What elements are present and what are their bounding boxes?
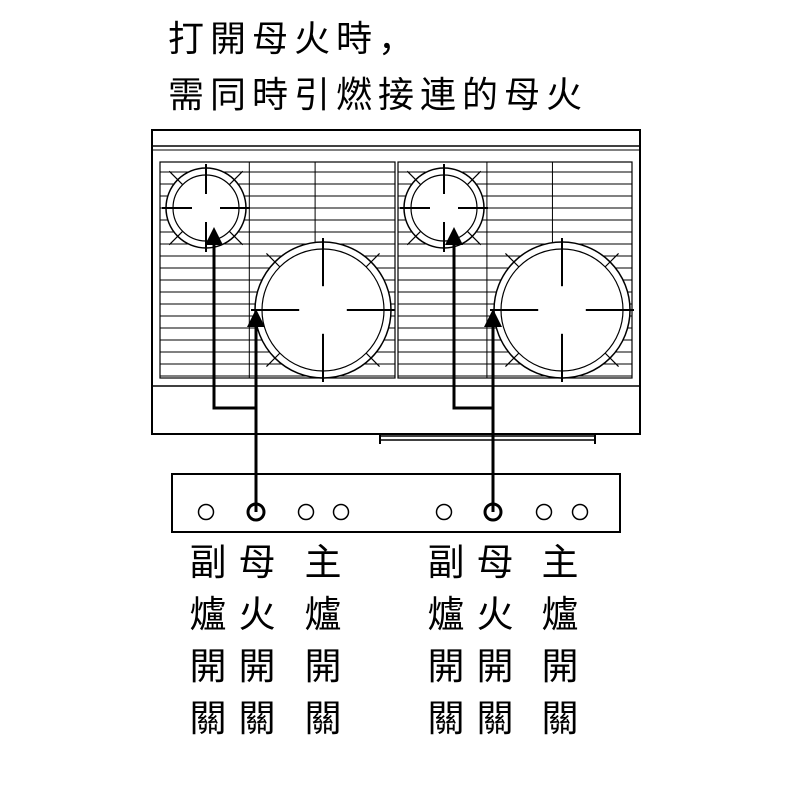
knob-right-sub [435,503,453,521]
title-line-1: 打開母火時， [168,19,421,60]
arrow-left-to-sub [205,227,256,410]
burner-arm [168,170,184,186]
arrow-right-to-sub [445,227,493,410]
knob-right-main-1 [535,503,553,521]
ignition-arrows [205,227,502,512]
label-left-mother-flame-switch: 母火開關 [238,541,276,740]
label-right-sub-burner-switch: 副爐開關 [427,541,465,740]
label-right-main-burner-switch: 主爐開關 [541,541,579,740]
burner-arm [266,352,281,367]
burners [162,164,634,382]
sub-burner-right [400,164,488,252]
burner-arm [266,253,281,268]
burner-arm [466,170,482,186]
burner-arm [228,230,244,246]
burner-arm [505,253,520,268]
burner-arm [406,230,422,246]
burner-arm [505,352,520,367]
burner-arm [228,170,244,186]
label-left-sub-burner-switch: 副爐開關 [189,541,227,740]
label-right-mother-flame-switch: 母火開關 [476,541,514,740]
burner-arm [604,253,619,268]
burner-arm [604,352,619,367]
control-panel [171,473,621,533]
knob-left-main-2 [332,503,350,521]
burner-arm [406,170,422,186]
label-left-main-burner-switch: 主爐開關 [304,541,342,740]
burner-arm [466,230,482,246]
burner-arm [168,230,184,246]
burner-arm [365,352,380,367]
knob-left-main-1 [297,503,315,521]
grate-frame [397,161,633,379]
knob-left-sub [197,503,215,521]
main-burner-right [490,238,634,382]
burner-arm [365,253,380,268]
title-line-2: 需同時引燃接連的母火 [168,75,589,116]
knob-right-main-2 [571,503,589,521]
sub-burner-left [162,164,250,252]
stove-stand [379,434,596,444]
grate-frame [159,161,396,379]
main-burner-left [251,238,395,382]
